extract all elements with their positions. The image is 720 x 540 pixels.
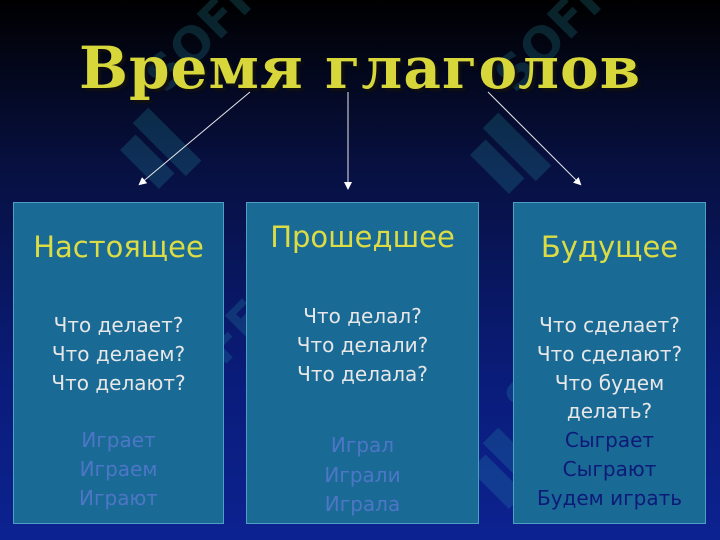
future-question-1: Что сделает? [539,313,680,337]
arrow-to-present [138,91,251,186]
past-tense-box: Прошедшее Что делал? Что делали? Что дел… [246,202,479,524]
future-tense-box: Будущее Что сделает? Что сделают? Что бу… [513,202,706,524]
present-example-1: Играет [81,428,156,452]
present-question-2: Что делаем? [51,342,186,366]
present-heading: Настоящее [33,230,204,264]
present-question-1: Что делает? [53,313,184,337]
future-example-1: Сыграет [564,428,655,452]
future-question-3-cont: делать? [566,399,653,423]
future-question-3: Что будем [554,371,665,395]
arrow-to-future [487,91,582,186]
future-example-3: Будем играть [536,486,683,510]
present-question-3: Что делают? [51,371,186,395]
past-example-1: Играл [330,433,395,457]
future-example-2: Сыграют [562,457,657,481]
present-tense-box: Настоящее Что делает? Что делаем? Что де… [13,202,224,524]
slide-title: Время глаголов [78,34,642,102]
present-example-2: Играем [79,457,158,481]
past-example-2: Играли [324,463,401,487]
past-question-2: Что делали? [296,333,429,357]
present-example-3: Играют [79,486,158,510]
future-question-2: Что сделают? [536,342,683,366]
past-question-1: Что делал? [303,304,422,328]
past-question-3: Что делала? [297,362,428,386]
future-heading: Будущее [540,230,679,264]
past-heading: Прошедшее [270,220,455,254]
past-example-3: Играла [324,492,401,516]
